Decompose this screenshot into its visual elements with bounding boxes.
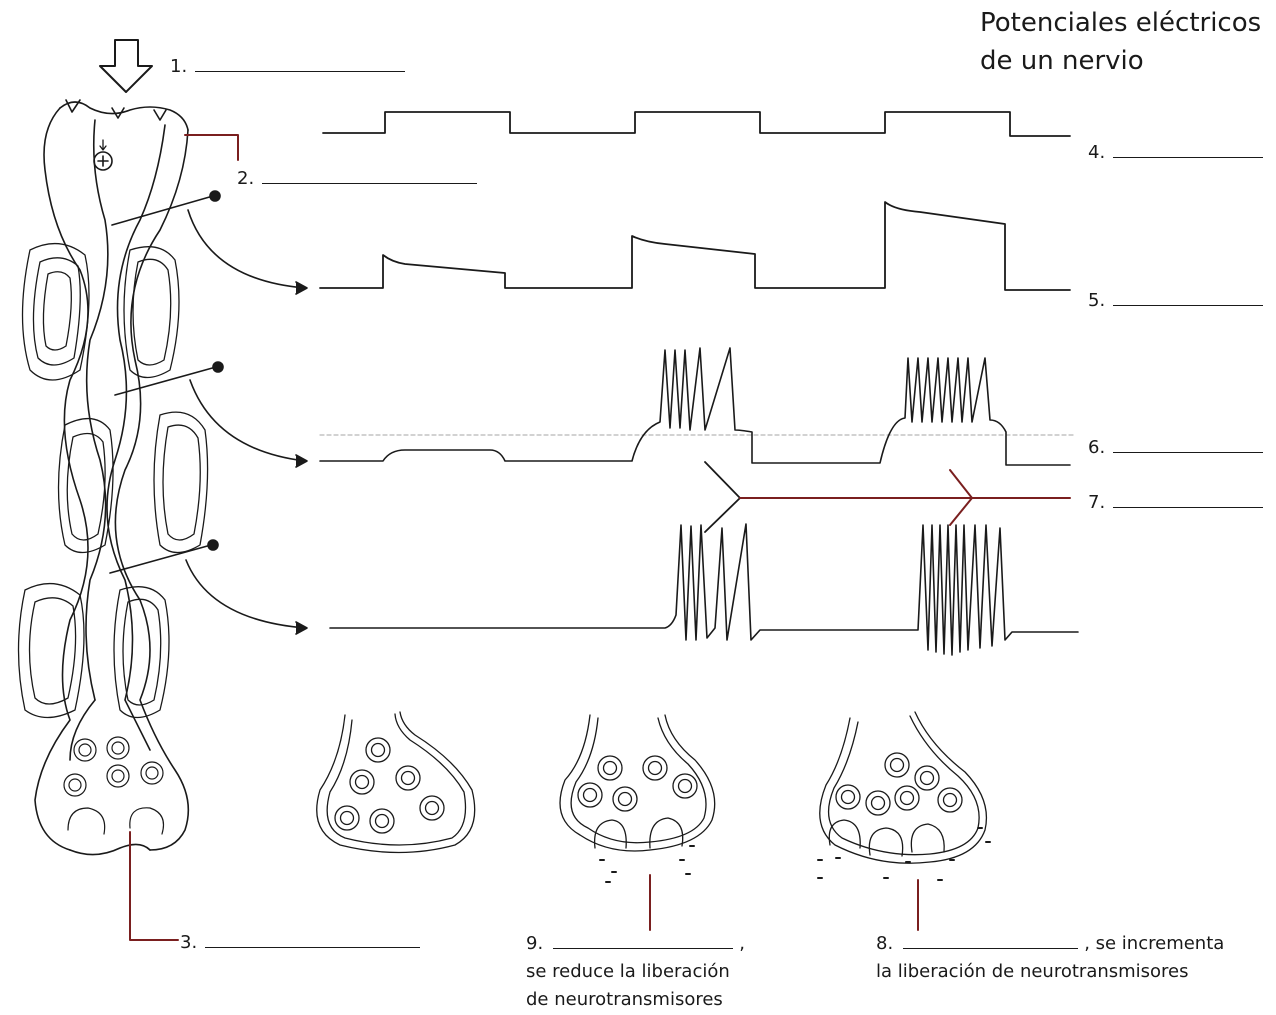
answer-blank-3[interactable] (205, 933, 420, 948)
leader-lines (130, 135, 918, 940)
leader-2 (185, 135, 238, 160)
label-3: 3. (180, 932, 420, 954)
down-arrow-icon (100, 40, 152, 92)
label-2-number: 2. (237, 168, 254, 189)
answer-blank-5[interactable] (1113, 291, 1263, 306)
label-1: 1. (170, 56, 405, 78)
title-line-1: Potenciales eléctricos (980, 4, 1261, 42)
label-5: 5. (1088, 290, 1263, 312)
label-6: 6. (1088, 437, 1263, 459)
answer-blank-2[interactable] (262, 169, 477, 184)
synaptic-terminal (317, 712, 475, 853)
myelin-sheath (19, 244, 208, 718)
label-3-number: 3. (180, 932, 197, 953)
diagram-title: Potenciales eléctricos de un nervio (980, 4, 1261, 80)
synaptic-terminal-reduced (560, 715, 715, 882)
caption-8-line-1: 8. , se incrementa (876, 930, 1224, 958)
answer-blank-9[interactable] (553, 934, 733, 949)
caption-8-suffix: , se incrementa (1084, 933, 1224, 954)
answer-blank-6[interactable] (1113, 438, 1263, 453)
label-1-number: 1. (170, 56, 187, 77)
caption-9: 9., se reduce la liberación de neurotran… (526, 930, 745, 1014)
label-4: 4. (1088, 142, 1263, 164)
caption-8-number: 8. (876, 933, 893, 954)
title-line-2: de un nervio (980, 42, 1261, 80)
synaptic-vesicle (64, 737, 164, 834)
trace-action-potentials (330, 524, 1078, 655)
label-5-number: 5. (1088, 290, 1105, 311)
plus-circle-icon (94, 140, 112, 170)
synaptic-terminal-increased (818, 712, 990, 880)
label-2: 2. (237, 168, 477, 190)
caption-9-number: 9. (526, 933, 543, 954)
answer-blank-1[interactable] (195, 57, 405, 72)
caption-8-line-2: la liberación de neurotransmisores (876, 958, 1224, 986)
trace-stimulus (323, 112, 1070, 136)
caption-9-line-1: 9., (526, 930, 745, 958)
label-6-number: 6. (1088, 437, 1105, 458)
caption-9-suffix: , (739, 933, 745, 954)
caption-9-line-3: de neurotransmisores (526, 986, 745, 1014)
trace-generator-potential (320, 348, 1070, 465)
neuron-body (35, 100, 188, 855)
trace-receptor-potential (320, 202, 1070, 290)
answer-blank-7[interactable] (1113, 493, 1263, 508)
answer-blank-8[interactable] (903, 934, 1078, 949)
caption-9-line-2: se reduce la liberación (526, 958, 745, 986)
caption-8: 8. , se incrementa la liberación de neuro… (876, 930, 1224, 986)
label-7: 7. (1088, 492, 1263, 514)
label-4-number: 4. (1088, 142, 1105, 163)
recording-arrow (186, 210, 307, 634)
label-7-number: 7. (1088, 492, 1105, 513)
conduction-arrow (705, 462, 1070, 532)
answer-blank-4[interactable] (1113, 143, 1263, 158)
leader-3 (130, 832, 178, 940)
